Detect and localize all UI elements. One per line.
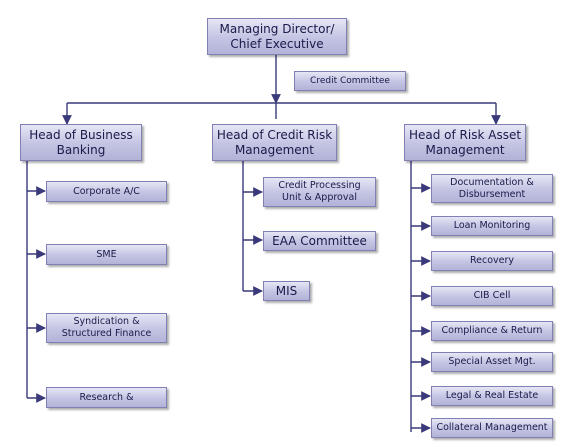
head-business-banking-box: Head of Business Banking [20, 124, 142, 161]
unit-corporate-box: Corporate A/C [46, 181, 167, 202]
unit-loan-monitoring-box: Loan Monitoring [431, 216, 553, 236]
unit-recovery-box: Recovery [431, 251, 553, 271]
unit-compliance-box: Compliance & Return [431, 321, 553, 341]
unit-syndication-box: Syndication & Structured Finance [46, 313, 167, 343]
managing-director-box: Managing Director/ Chief Executive [207, 18, 347, 55]
unit-documentation-box: Documentation & Disbursement [431, 174, 553, 203]
credit-committee-box: Credit Committee [294, 71, 406, 91]
head-credit-risk-box: Head of Credit Risk Management [212, 124, 337, 161]
unit-collateral-box: Collateral Management [431, 418, 553, 438]
unit-eaa-committee-box: EAA Committee [263, 231, 376, 251]
unit-legal-box: Legal & Real Estate [431, 386, 553, 406]
unit-cib-cell-box: CIB Cell [431, 286, 553, 306]
head-risk-asset-box: Head of Risk Asset Management [404, 124, 526, 161]
unit-credit-processing-box: Credit Processing Unit & Approval [263, 177, 376, 207]
unit-special-asset-box: Special Asset Mgt. [431, 352, 553, 372]
unit-research-box: Research & [46, 387, 167, 408]
unit-sme-box: SME [46, 244, 167, 265]
unit-mis-box: MIS [263, 281, 310, 301]
